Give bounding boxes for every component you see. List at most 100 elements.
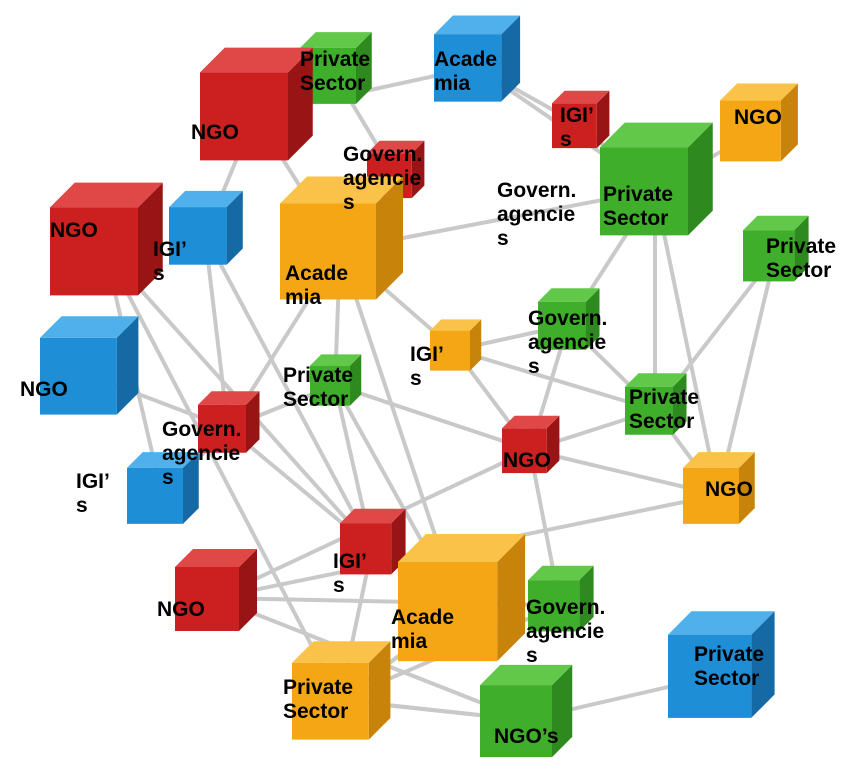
cube-front-face xyxy=(480,685,552,758)
cube-icon xyxy=(280,176,403,300)
cube-front-face xyxy=(430,330,470,371)
cube-side-face xyxy=(751,611,775,718)
cube-top-face xyxy=(502,415,560,429)
cube-top-face xyxy=(480,664,573,686)
label-government-agencies: Govern. agencie s xyxy=(528,307,608,378)
connection-link xyxy=(653,188,720,497)
cube-icon xyxy=(367,140,425,199)
label-ngo: NGO xyxy=(20,378,68,401)
label-ngo: NGO xyxy=(503,449,551,472)
cube-front-face xyxy=(528,580,580,632)
cube-front-face xyxy=(538,301,586,350)
label-ngo: NGO xyxy=(734,106,782,129)
cube-icon xyxy=(292,641,391,740)
cube-front-face xyxy=(434,34,502,102)
label-ngo: NGO xyxy=(705,478,753,501)
cube-side-face xyxy=(673,373,687,435)
cube-side-face xyxy=(356,32,372,104)
cube-top-face xyxy=(292,641,391,663)
cube-icon xyxy=(169,190,243,265)
cube-top-face xyxy=(538,288,600,302)
cube-icon xyxy=(398,534,526,662)
cube-side-face xyxy=(586,288,600,350)
cube-side-face xyxy=(794,215,809,282)
cube-top-face xyxy=(280,176,403,204)
cube-top-face xyxy=(310,354,362,366)
cube-side-face xyxy=(138,182,163,296)
cube-front-face xyxy=(668,634,752,718)
cube-icon xyxy=(127,452,199,524)
cube-top-face xyxy=(340,508,406,524)
cube-side-face xyxy=(470,319,482,371)
connection-link xyxy=(203,233,374,550)
cube-top-face xyxy=(434,15,521,35)
cube-icon xyxy=(430,319,482,371)
cube-icon xyxy=(668,611,775,718)
cube-side-face xyxy=(226,190,243,265)
cube-side-face xyxy=(368,641,391,740)
cube-top-face xyxy=(552,90,610,104)
label-private-sector: Private Sector xyxy=(629,386,700,433)
node-layer xyxy=(40,15,809,758)
cube-icon xyxy=(200,47,313,161)
cube-front-face xyxy=(625,386,673,435)
cube-top-face xyxy=(198,391,260,405)
cube-side-face xyxy=(501,15,521,102)
cube-front-face xyxy=(310,365,350,406)
label-igis: IGI’ s xyxy=(333,550,367,597)
cube-side-face xyxy=(780,83,798,162)
label-government-agencies: Govern. agencie s xyxy=(162,418,242,489)
label-ngo: NGO xyxy=(50,219,98,242)
cube-icon xyxy=(502,415,560,474)
cube-front-face xyxy=(502,428,547,474)
label-igis: IGI’ s xyxy=(410,343,444,390)
cube-side-face xyxy=(183,452,199,524)
cube-icon xyxy=(528,565,594,632)
cube-front-face xyxy=(280,203,376,300)
cube-icon xyxy=(683,452,755,524)
label-government-agencies: Govern. agencie s xyxy=(526,596,606,667)
cube-side-face xyxy=(246,391,260,453)
cube-top-face xyxy=(169,190,243,208)
cube-icon xyxy=(538,288,600,350)
cube-front-face xyxy=(175,567,239,631)
cube-icon xyxy=(175,549,257,631)
label-academia: Acade mia xyxy=(434,48,498,95)
cube-top-face xyxy=(625,373,687,387)
cube-icon xyxy=(434,15,521,102)
cube-top-face xyxy=(720,83,798,101)
cube-icon xyxy=(40,316,139,415)
cube-side-face xyxy=(739,452,755,524)
cube-top-face xyxy=(430,319,482,331)
cube-front-face xyxy=(198,404,246,453)
cube-top-face xyxy=(600,122,713,148)
cube-icon xyxy=(552,90,610,149)
cube-side-face xyxy=(546,415,560,474)
cube-front-face xyxy=(398,561,498,662)
label-ngo: NGO xyxy=(157,598,205,621)
cube-top-face xyxy=(200,47,313,73)
label-academia: Acade mia xyxy=(391,606,455,653)
cube-front-face xyxy=(600,147,688,236)
connection-link xyxy=(453,348,657,412)
cube-top-face xyxy=(668,611,775,635)
cube-icon xyxy=(50,182,163,296)
label-igis: IGI’ s xyxy=(153,238,187,285)
cube-side-face xyxy=(239,549,257,631)
cube-front-face xyxy=(292,662,369,740)
cube-icon xyxy=(720,83,798,162)
label-government-agencies: Govern. agencie s xyxy=(497,179,577,250)
cube-top-face xyxy=(300,32,372,48)
label-ngo: NGO xyxy=(191,121,239,144)
cube-front-face xyxy=(200,72,288,161)
cube-top-face xyxy=(528,565,594,581)
label-private-sector: Private Sector xyxy=(603,183,674,230)
cube-top-face xyxy=(127,452,199,468)
cube-top-face xyxy=(367,140,425,154)
cube-side-face xyxy=(116,316,139,415)
cube-top-face xyxy=(398,534,526,562)
label-academia: Acade mia xyxy=(285,262,349,309)
cube-side-face xyxy=(688,122,713,236)
label-private-sector: Private Sector xyxy=(300,48,371,95)
cube-icon xyxy=(600,122,713,236)
